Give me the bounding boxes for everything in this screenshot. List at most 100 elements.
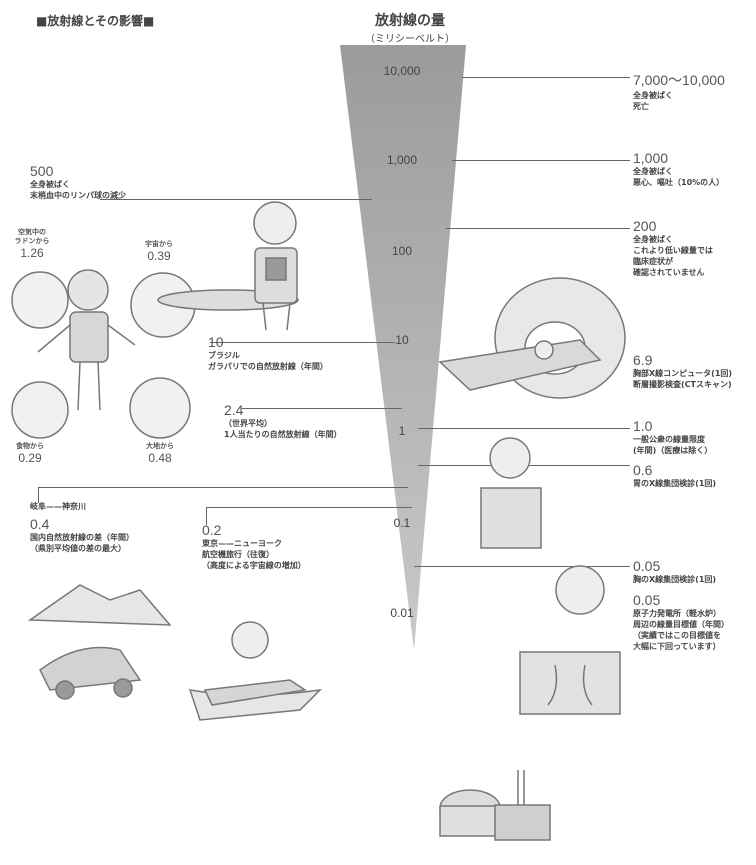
dose-desc: 全身被ばく [633, 167, 673, 176]
dose-value: 10 [208, 334, 224, 350]
dose-desc: 原子力発電所（軽水炉） [633, 609, 721, 618]
dose-desc: 胃のX線集団検診(1回) [633, 479, 717, 488]
dose-value: 7,000〜10,000 [633, 72, 725, 88]
source-space: 宇宙から 0.39 [135, 240, 183, 263]
dose-desc: 末梢血中のリンパ球の減少 [30, 191, 126, 200]
dose-desc: （世界平均） [224, 419, 272, 428]
right-item-0-05-npp: 0.05 原子力発電所（軽水炉） 周辺の線量目標値（年間） （実績ではこの目標値… [633, 592, 729, 652]
source-earth: 大地から 0.48 [136, 442, 184, 465]
leader-line [100, 199, 372, 200]
dose-desc: 確認されていません [633, 268, 705, 277]
dose-value: 0.2 [202, 522, 222, 538]
dose-desc: ブラジル [208, 351, 240, 360]
child-natural-radiation-illustration [11, 269, 196, 439]
dose-desc: （実績ではこの目標値を [633, 631, 721, 640]
dose-value: 0.05 [633, 592, 661, 608]
dose-header: 岐阜——神奈川 [30, 502, 86, 511]
right-item-7000: 7,000〜10,000 全身被ばく 死亡 [633, 70, 725, 112]
nuclear-plant-illustration [439, 770, 551, 841]
dose-value: 1.0 [633, 418, 653, 434]
dose-desc: 一般公衆の線量限度 [633, 435, 705, 444]
dose-value: 500 [30, 163, 54, 179]
tick-label-10: 10 [395, 333, 409, 347]
tick-label-10000: 10,000 [383, 64, 421, 78]
right-item-0-6: 0.6 胃のX線集団検診(1回) [633, 462, 716, 489]
source-value: 0.39 [147, 249, 171, 263]
leader-line [452, 160, 630, 161]
right-item-1-0: 1.0 一般公衆の線量限度 (年間)（医療は除く） [633, 418, 712, 456]
diagram-title: ■放射線とその影響■ [36, 14, 155, 28]
person-illustration [157, 201, 299, 331]
dose-value: 6.9 [633, 352, 653, 368]
source-value: 0.48 [148, 451, 172, 465]
leader-line [206, 507, 207, 525]
dose-desc: 全身被ばく [633, 235, 673, 244]
chest-xray-illustration [519, 565, 621, 715]
dose-desc: 死亡 [633, 102, 649, 111]
left-item-0-2: 0.2 東京——ニューヨーク 航空機旅行（往復） （高度による宇宙線の増加） [202, 522, 306, 571]
dose-desc: （高度による宇宙線の増加） [202, 561, 306, 570]
dose-value: 0.4 [30, 516, 50, 532]
leader-line [418, 428, 630, 429]
scale-unit: （ミリシーベルト） [365, 34, 455, 45]
scale-title: 放射線の量 [375, 13, 445, 29]
dose-desc: 全身被ばく [30, 180, 70, 189]
dose-desc: 全身被ばく [633, 91, 673, 100]
dose-desc: 東京——ニューヨーク [202, 539, 282, 548]
ct-scanner-illustration [438, 277, 626, 399]
dose-value: 1,000 [633, 150, 669, 166]
dose-desc: 臨床症状が [633, 257, 673, 266]
source-label: 空気中の [18, 228, 46, 236]
left-item-2-4: 2.4 （世界平均） 1人当たりの自然放射線（年間） [224, 402, 342, 440]
source-value: 0.29 [18, 451, 42, 465]
leader-line [242, 408, 402, 409]
tick-label-0-1: 0.1 [393, 516, 411, 530]
dose-value: 2.4 [224, 402, 244, 418]
dose-desc: 断層撮影検査(CTスキャン) [633, 380, 732, 389]
dose-desc: 航空機旅行（往復） [202, 550, 274, 559]
source-radon: 空気中の ラドンから 1.26 [6, 228, 58, 260]
left-item-0-4: 岐阜——神奈川 0.4 国内自然放射線の差（年間） （県別平均値の差の最大） [30, 501, 134, 554]
dose-desc: 1人当たりの自然放射線（年間） [224, 430, 342, 439]
leader-line [210, 342, 395, 343]
leader-line [462, 77, 630, 78]
source-label: ラドンから [14, 237, 50, 245]
dose-desc: 悪心、嘔吐（10%の人） [633, 178, 725, 187]
dose-desc: 大幅に下回っています） [633, 642, 721, 651]
leader-line [38, 487, 408, 488]
source-value: 1.26 [20, 246, 44, 260]
source-label: 食物から [16, 442, 44, 450]
dose-value: 0.6 [633, 462, 653, 478]
dose-desc: 国内自然放射線の差（年間） [30, 533, 134, 542]
source-food: 食物から 0.29 [6, 442, 54, 465]
tick-label-100: 100 [391, 244, 413, 258]
right-item-1000: 1,000 全身被ばく 悪心、嘔吐（10%の人） [633, 150, 724, 188]
car-illustration [27, 584, 172, 700]
dose-desc: （県別平均値の差の最大） [30, 544, 126, 553]
dose-desc: ガラパリでの自然放射線（年間） [208, 362, 328, 371]
left-item-500: 500 全身被ばく 末梢血中のリンパ球の減少 [30, 163, 126, 201]
dose-desc: 胸部X線コンピュータ(1回) [633, 369, 733, 378]
leader-line [206, 507, 412, 508]
dose-desc: 周辺の線量目標値（年間） [633, 620, 729, 629]
wedge-shape [340, 45, 466, 650]
left-item-10: 10 ブラジル ガラパリでの自然放射線（年間） [208, 334, 328, 372]
tick-label-1000: 1,000 [386, 153, 418, 167]
leader-line [446, 228, 630, 229]
dose-desc: 胸のX線集団検診(1回) [633, 575, 717, 584]
stomach-xray-illustration [480, 437, 542, 549]
right-item-0-05-chest: 0.05 胸のX線集団検診(1回) [633, 558, 716, 585]
leader-line [414, 566, 630, 567]
dose-desc: (年間)（医療は除く） [633, 446, 713, 455]
right-item-200: 200 全身被ばく これより低い線量では 臨床症状が 確認されていません [633, 218, 713, 278]
leader-line [38, 487, 39, 503]
source-label: 宇宙から [145, 240, 173, 248]
airplane-illustration [188, 621, 323, 721]
dose-value: 0.05 [633, 558, 661, 574]
tick-label-0-01: 0.01 [390, 606, 414, 620]
dose-value: 200 [633, 218, 657, 234]
right-item-6-9: 6.9 胸部X線コンピュータ(1回) 断層撮影検査(CTスキャン) [633, 352, 732, 390]
tick-label-1: 1 [398, 424, 406, 438]
